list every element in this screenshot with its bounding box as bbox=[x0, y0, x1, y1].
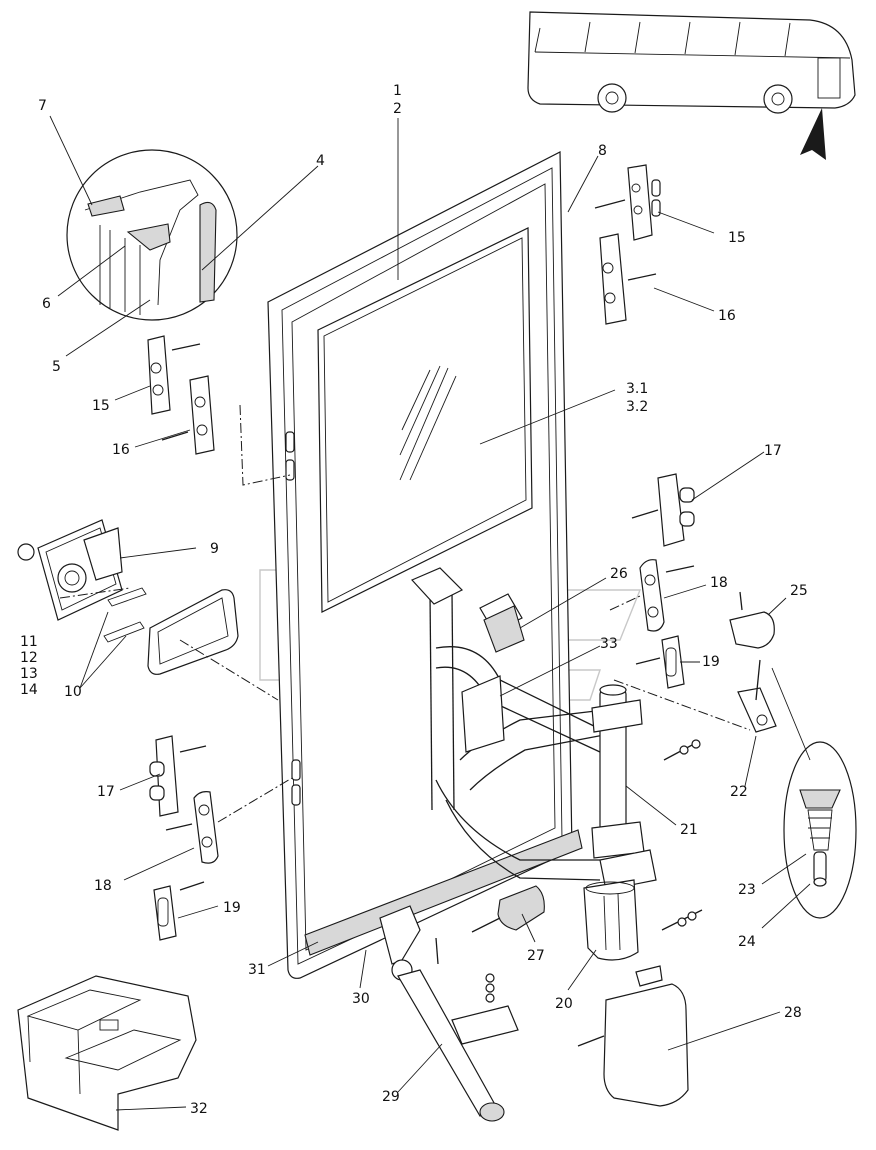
spring-detail bbox=[783, 741, 857, 919]
arrow-icon bbox=[800, 108, 826, 160]
callout-12: 12 bbox=[20, 650, 38, 666]
callout-20: 20 bbox=[555, 996, 573, 1012]
part-26 bbox=[483, 605, 525, 653]
callout-2: 2 bbox=[393, 101, 402, 117]
hinge-18-right bbox=[639, 559, 695, 632]
seal-detail bbox=[66, 149, 238, 321]
callout-17-left: 17 bbox=[97, 784, 115, 800]
callout-15-left: 15 bbox=[92, 398, 110, 414]
leader-lines bbox=[49, 115, 811, 1111]
callout-labels: 7 1 2 4 8 6 5 15 15 16 16 3.1 3.2 17 17 … bbox=[20, 83, 808, 1117]
hinge-18-left bbox=[165, 791, 219, 864]
callout-3-2: 3.2 bbox=[626, 399, 648, 415]
callout-21: 21 bbox=[680, 822, 698, 838]
callout-33: 33 bbox=[600, 636, 618, 652]
callout-14: 14 bbox=[20, 682, 38, 698]
callout-16-right: 16 bbox=[718, 308, 736, 324]
coach-silhouette bbox=[527, 11, 856, 160]
door-leaf bbox=[267, 151, 583, 979]
hinge-17-right bbox=[631, 473, 695, 547]
door-actuator bbox=[583, 879, 703, 961]
callout-15-right: 15 bbox=[728, 230, 746, 246]
door-spindle bbox=[591, 684, 657, 891]
step-well bbox=[17, 975, 197, 1131]
part-25 bbox=[729, 591, 775, 701]
part-27 bbox=[471, 885, 545, 933]
callout-13: 13 bbox=[20, 666, 38, 682]
callout-16-left: 16 bbox=[112, 442, 130, 458]
callout-3-1: 3.1 bbox=[626, 381, 648, 397]
callout-26: 26 bbox=[610, 566, 628, 582]
callout-31: 31 bbox=[248, 962, 266, 978]
bracket-22 bbox=[663, 687, 777, 761]
callout-18-right: 18 bbox=[710, 575, 728, 591]
callout-5: 5 bbox=[52, 359, 61, 375]
hinge-15-left bbox=[147, 335, 201, 415]
callout-19-left: 19 bbox=[223, 900, 241, 916]
callout-28: 28 bbox=[784, 1005, 802, 1021]
callout-6: 6 bbox=[42, 296, 51, 312]
callout-17-right: 17 bbox=[764, 443, 782, 459]
callout-18-left: 18 bbox=[94, 878, 112, 894]
callout-11: 11 bbox=[20, 634, 38, 650]
callout-22: 22 bbox=[730, 784, 748, 800]
linkage-29 bbox=[379, 905, 519, 1122]
callout-19-right: 19 bbox=[702, 654, 720, 670]
hinge-19-left bbox=[153, 881, 205, 941]
callout-24: 24 bbox=[738, 934, 756, 950]
hinge-19-right bbox=[635, 635, 685, 689]
hinge-16-left bbox=[161, 375, 215, 455]
callout-1: 1 bbox=[393, 83, 402, 99]
callout-10: 10 bbox=[64, 684, 82, 700]
hinge-17-left bbox=[149, 735, 207, 817]
callout-8: 8 bbox=[598, 143, 607, 159]
callout-7: 7 bbox=[38, 98, 47, 114]
hinge-15-right bbox=[594, 164, 661, 241]
callout-25: 25 bbox=[790, 583, 808, 599]
callout-4: 4 bbox=[316, 153, 325, 169]
cover-28 bbox=[577, 965, 689, 1107]
callout-23: 23 bbox=[738, 882, 756, 898]
lock-assembly bbox=[17, 519, 239, 675]
callout-32: 32 bbox=[190, 1101, 208, 1117]
callout-29: 29 bbox=[382, 1089, 400, 1105]
callout-30: 30 bbox=[352, 991, 370, 1007]
hinge-16-right bbox=[599, 233, 657, 325]
callout-9: 9 bbox=[210, 541, 219, 557]
callout-27: 27 bbox=[527, 948, 545, 964]
